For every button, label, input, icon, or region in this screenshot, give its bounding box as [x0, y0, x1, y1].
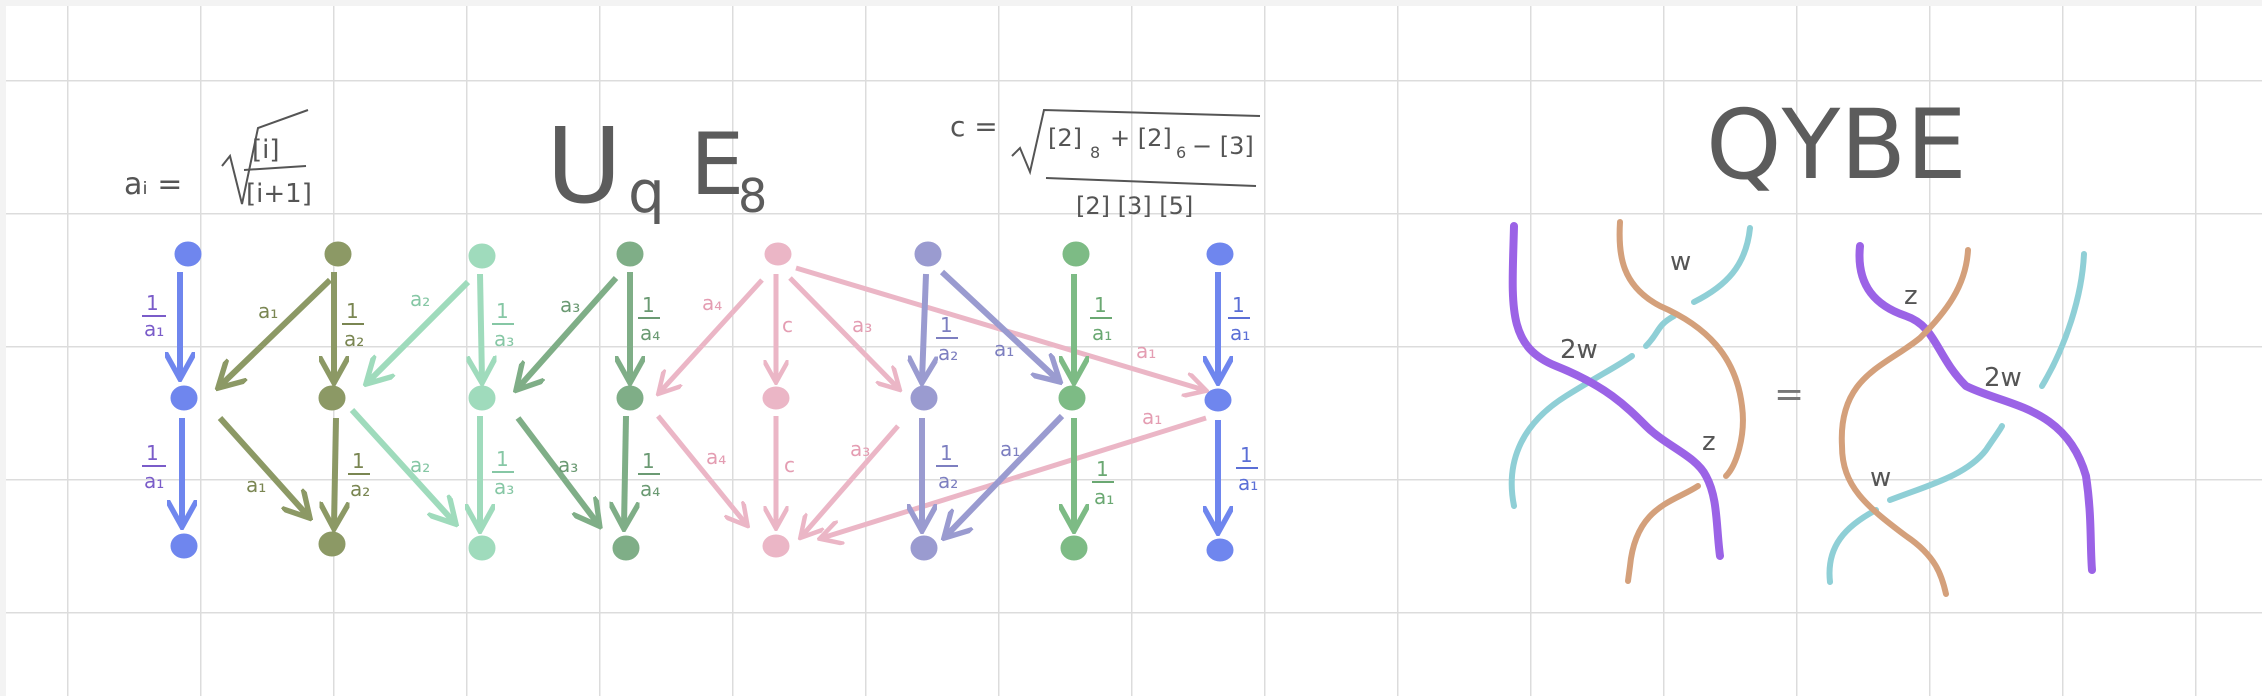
drawing-layer: aᵢ = [i] [i+1] U q E 8 c = [2] 8 + [2] 6… — [124, 89, 2096, 597]
a-def-radical — [221, 109, 309, 205]
svg-text:a₁: a₁ — [1000, 437, 1020, 461]
svg-text:a₃: a₃ — [494, 327, 514, 351]
svg-text:1: 1 — [146, 441, 159, 465]
braid-left: w 2w z — [1508, 219, 1753, 584]
svg-text:a₁: a₁ — [144, 469, 164, 493]
uqe8-title: U q E 8 — [546, 105, 767, 227]
svg-text:a₂: a₂ — [938, 469, 958, 493]
svg-text:a₄: a₄ — [640, 477, 660, 501]
column-pink — [658, 242, 1206, 558]
svg-text:a₂: a₂ — [410, 453, 430, 477]
svg-text:a₁: a₁ — [1142, 405, 1162, 429]
c-def-num-4: 6 — [1176, 143, 1186, 162]
svg-text:1: 1 — [496, 299, 509, 323]
svg-text:a₂: a₂ — [938, 341, 958, 365]
svg-text:a₄: a₄ — [702, 291, 722, 315]
svg-text:1: 1 — [146, 291, 159, 315]
svg-text:a₂: a₂ — [344, 327, 364, 351]
column-blue-8 — [1205, 242, 1234, 562]
c-def-fraction-bar — [1045, 177, 1257, 187]
column-lavender-labels: 1 a₂ a₁ 1 a₂ a₁ — [936, 313, 1020, 493]
label-z-right: z — [1904, 281, 1918, 311]
c-def-num-1: [2] — [1048, 124, 1082, 152]
c-def-num-3: + [2] — [1110, 124, 1172, 152]
equals-sign: = — [1774, 374, 1804, 415]
label-2w-left: 2w — [1560, 335, 1598, 365]
column-green-labels: a₃ 1 a₄ a₃ 1 a₄ — [558, 293, 660, 501]
qybe-title: QYBE — [1706, 89, 1967, 201]
c-def-den: [2] [3] [5] — [1076, 192, 1193, 220]
svg-text:a₁: a₁ — [246, 473, 266, 497]
svg-text:a₃: a₃ — [850, 437, 870, 461]
label-2w-right: 2w — [1984, 363, 2022, 393]
node — [170, 533, 198, 559]
column-leafgreen — [1058, 241, 1090, 561]
c-def-num-2: 8 — [1090, 143, 1100, 162]
c-def-num-5: − [3] — [1192, 132, 1254, 160]
svg-text:a₁: a₁ — [1136, 339, 1156, 363]
svg-text:a₃: a₃ — [558, 453, 578, 477]
svg-text:a₁: a₁ — [1092, 321, 1112, 345]
node — [174, 241, 202, 267]
svg-text:1: 1 — [940, 313, 953, 337]
label-w-right: w — [1870, 463, 1891, 493]
braid-right: z 2w w — [1826, 242, 2096, 597]
svg-text:1: 1 — [1240, 443, 1253, 467]
svg-text:a₄: a₄ — [706, 445, 726, 469]
svg-text:1: 1 — [352, 449, 365, 473]
node — [170, 385, 198, 411]
svg-text:a₁: a₁ — [144, 317, 164, 341]
svg-text:a₄: a₄ — [640, 321, 660, 345]
whiteboard-canvas[interactable]: aᵢ = [i] [i+1] U q E 8 c = [2] 8 + [2] 6… — [6, 6, 2262, 696]
column-green — [518, 241, 643, 561]
column-blue-1-labels: 1a₁ 1a₁ — [142, 291, 166, 493]
a-def-fraction-bar — [243, 165, 307, 171]
svg-text:1: 1 — [1232, 293, 1245, 317]
column-lavender — [911, 241, 1062, 561]
svg-text:1: 1 — [642, 293, 655, 317]
svg-text:a₁: a₁ — [1238, 471, 1258, 495]
svg-text:1: 1 — [940, 441, 953, 465]
c-def-radical — [1011, 108, 1261, 176]
column-mint-labels: a₂ 1 a₃ a₂ 1 a₃ — [410, 287, 514, 499]
c-def-lhs: c = — [950, 110, 998, 143]
svg-text:c: c — [784, 453, 795, 477]
svg-text:a₂: a₂ — [410, 287, 430, 311]
svg-text:a₁: a₁ — [1094, 485, 1114, 509]
svg-text:c: c — [782, 313, 793, 337]
svg-text:1: 1 — [1096, 457, 1109, 481]
column-blue-1 — [170, 241, 202, 559]
column-leafgreen-labels: 1 a₁ 1 a₁ — [1090, 293, 1114, 509]
a-definition: aᵢ = [i] [i+1] — [124, 109, 312, 209]
a-def-lhs: aᵢ = — [124, 167, 182, 202]
a-def-den: [i+1] — [246, 179, 312, 209]
title-8: 8 — [738, 169, 767, 223]
qybe-diagram: QYBE w 2w z = z 2w w — [1508, 89, 2096, 597]
uqe8-diagram: aᵢ = [i] [i+1] U q E 8 c = [2] 8 + [2] 6… — [124, 105, 1261, 562]
title-q: q — [628, 158, 665, 226]
column-olive — [220, 241, 352, 557]
title-u: U — [546, 105, 622, 227]
svg-text:a₁: a₁ — [1230, 321, 1250, 345]
svg-text:a₃: a₃ — [852, 313, 872, 337]
column-blue-8-labels: 1 a₁ 1 a₁ — [1228, 293, 1258, 495]
title-e: E — [690, 115, 744, 215]
svg-text:1: 1 — [642, 449, 655, 473]
svg-text:a₃: a₃ — [560, 293, 580, 317]
svg-text:1: 1 — [346, 299, 359, 323]
svg-text:1: 1 — [1094, 293, 1107, 317]
c-definition: c = [2] 8 + [2] 6 − [3] [2] [3] [5] — [950, 108, 1261, 220]
column-mint — [349, 243, 495, 561]
svg-text:1: 1 — [496, 447, 509, 471]
svg-text:a₁: a₁ — [994, 337, 1014, 361]
column-pink-labels: a₄ c a₃ a₁ a₄ c a₃ a₁ — [702, 291, 1162, 477]
label-w-left: w — [1670, 247, 1691, 277]
svg-text:a₁: a₁ — [258, 299, 278, 323]
label-z-left: z — [1702, 427, 1716, 457]
a-def-num: [i] — [252, 135, 280, 165]
column-olive-labels: a₁ 1 a₂ a₁ 1 a₂ — [246, 299, 370, 501]
svg-text:a₂: a₂ — [350, 477, 370, 501]
svg-text:a₃: a₃ — [494, 475, 514, 499]
